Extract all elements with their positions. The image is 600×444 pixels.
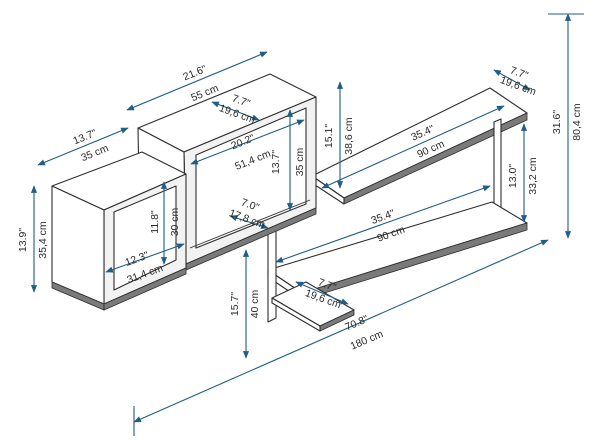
label-shelf-spacing-metric: 33,2 cm [527,157,539,195]
label-top-cabinet-depth-imperial: 7.7" [230,92,252,110]
left-cabinet [51,151,187,311]
label-top-lower-depth-imperial: 7.0" [239,196,261,214]
dim-line-top-cabinet-width [126,51,268,111]
dim-line-total-width [133,239,549,423]
label-left-inner-height-imperial: 11.8" [149,210,161,234]
label-total-height-imperial: 31.6" [551,110,563,134]
dim-line-top-lower-depth [229,215,269,229]
label-top-inner-height-metric: 35 cm [294,147,306,176]
label-total-width-metric: 180 cm [349,328,386,353]
label-left-cabinet-width-imperial: 13.7" [71,127,98,147]
dimension-lines [30,13,584,436]
label-left-inner-height-metric: 30 cm [169,207,181,236]
label-bottom-shelf-height-metric: 40 cm [249,289,261,318]
label-shelf-spacing-imperial: 13.0" [507,164,519,188]
dim-line-top-inner-width [190,119,305,165]
label-top-cabinet-width-imperial: 21.6" [181,63,208,83]
dim-line-upper-shelf-depth [493,69,531,91]
label-upper-shelf-gap-imperial: 15.1" [323,124,335,148]
label-left-cabinet-height-imperial: 13.9" [17,228,29,252]
label-left-cabinet-height-metric: 35,4 cm [37,221,49,259]
central-vertical-panel [267,227,277,323]
label-upper-shelf-gap-metric: 38,6 cm [343,117,355,155]
label-top-inner-height-imperial: 13.7" [270,150,282,174]
label-bottom-shelf-depth-imperial: 7.7" [316,276,338,294]
dim-line-upper-shelf-width [321,105,505,189]
label-upper-shelf-depth-imperial: 7.7" [508,64,530,82]
label-total-height-metric: 80,4 cm [571,103,583,141]
dim-line-left-cabinet-width [37,127,129,166]
right-vertical-panel [493,118,502,219]
label-bottom-shelf-height-imperial: 15.7" [229,292,241,316]
dim-line-top-cabinet-depth [211,101,260,121]
